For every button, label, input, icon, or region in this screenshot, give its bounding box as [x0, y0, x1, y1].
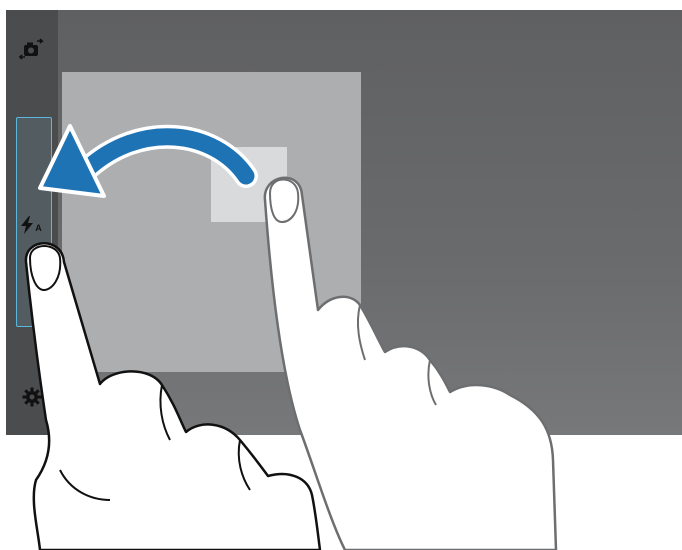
switch-camera-icon[interactable]	[19, 36, 45, 62]
flash-auto-icon[interactable]: A	[14, 212, 48, 238]
camera-preview	[62, 72, 361, 372]
camera-side-panel: A	[6, 10, 58, 435]
camera-screen: A	[6, 10, 682, 435]
flash-mode-label: A	[35, 223, 42, 233]
dragged-shortcut-tile[interactable]	[211, 147, 287, 222]
gear-icon[interactable]	[19, 384, 45, 410]
